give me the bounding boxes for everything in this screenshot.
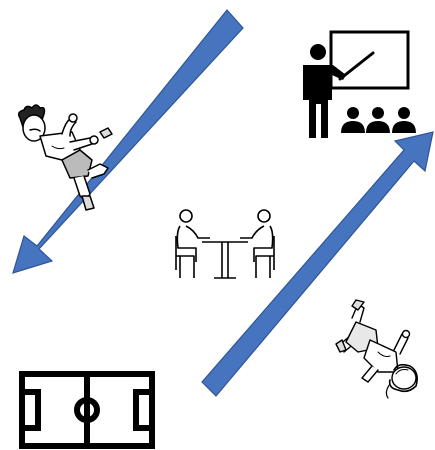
falling-boy-figure [19,105,112,210]
meeting-table-icon [176,210,274,278]
soccer-field-icon [22,374,152,446]
arrow-up-right [202,132,433,396]
falling-girl-figure [336,300,417,398]
teacher-presentation-icon [303,32,416,138]
